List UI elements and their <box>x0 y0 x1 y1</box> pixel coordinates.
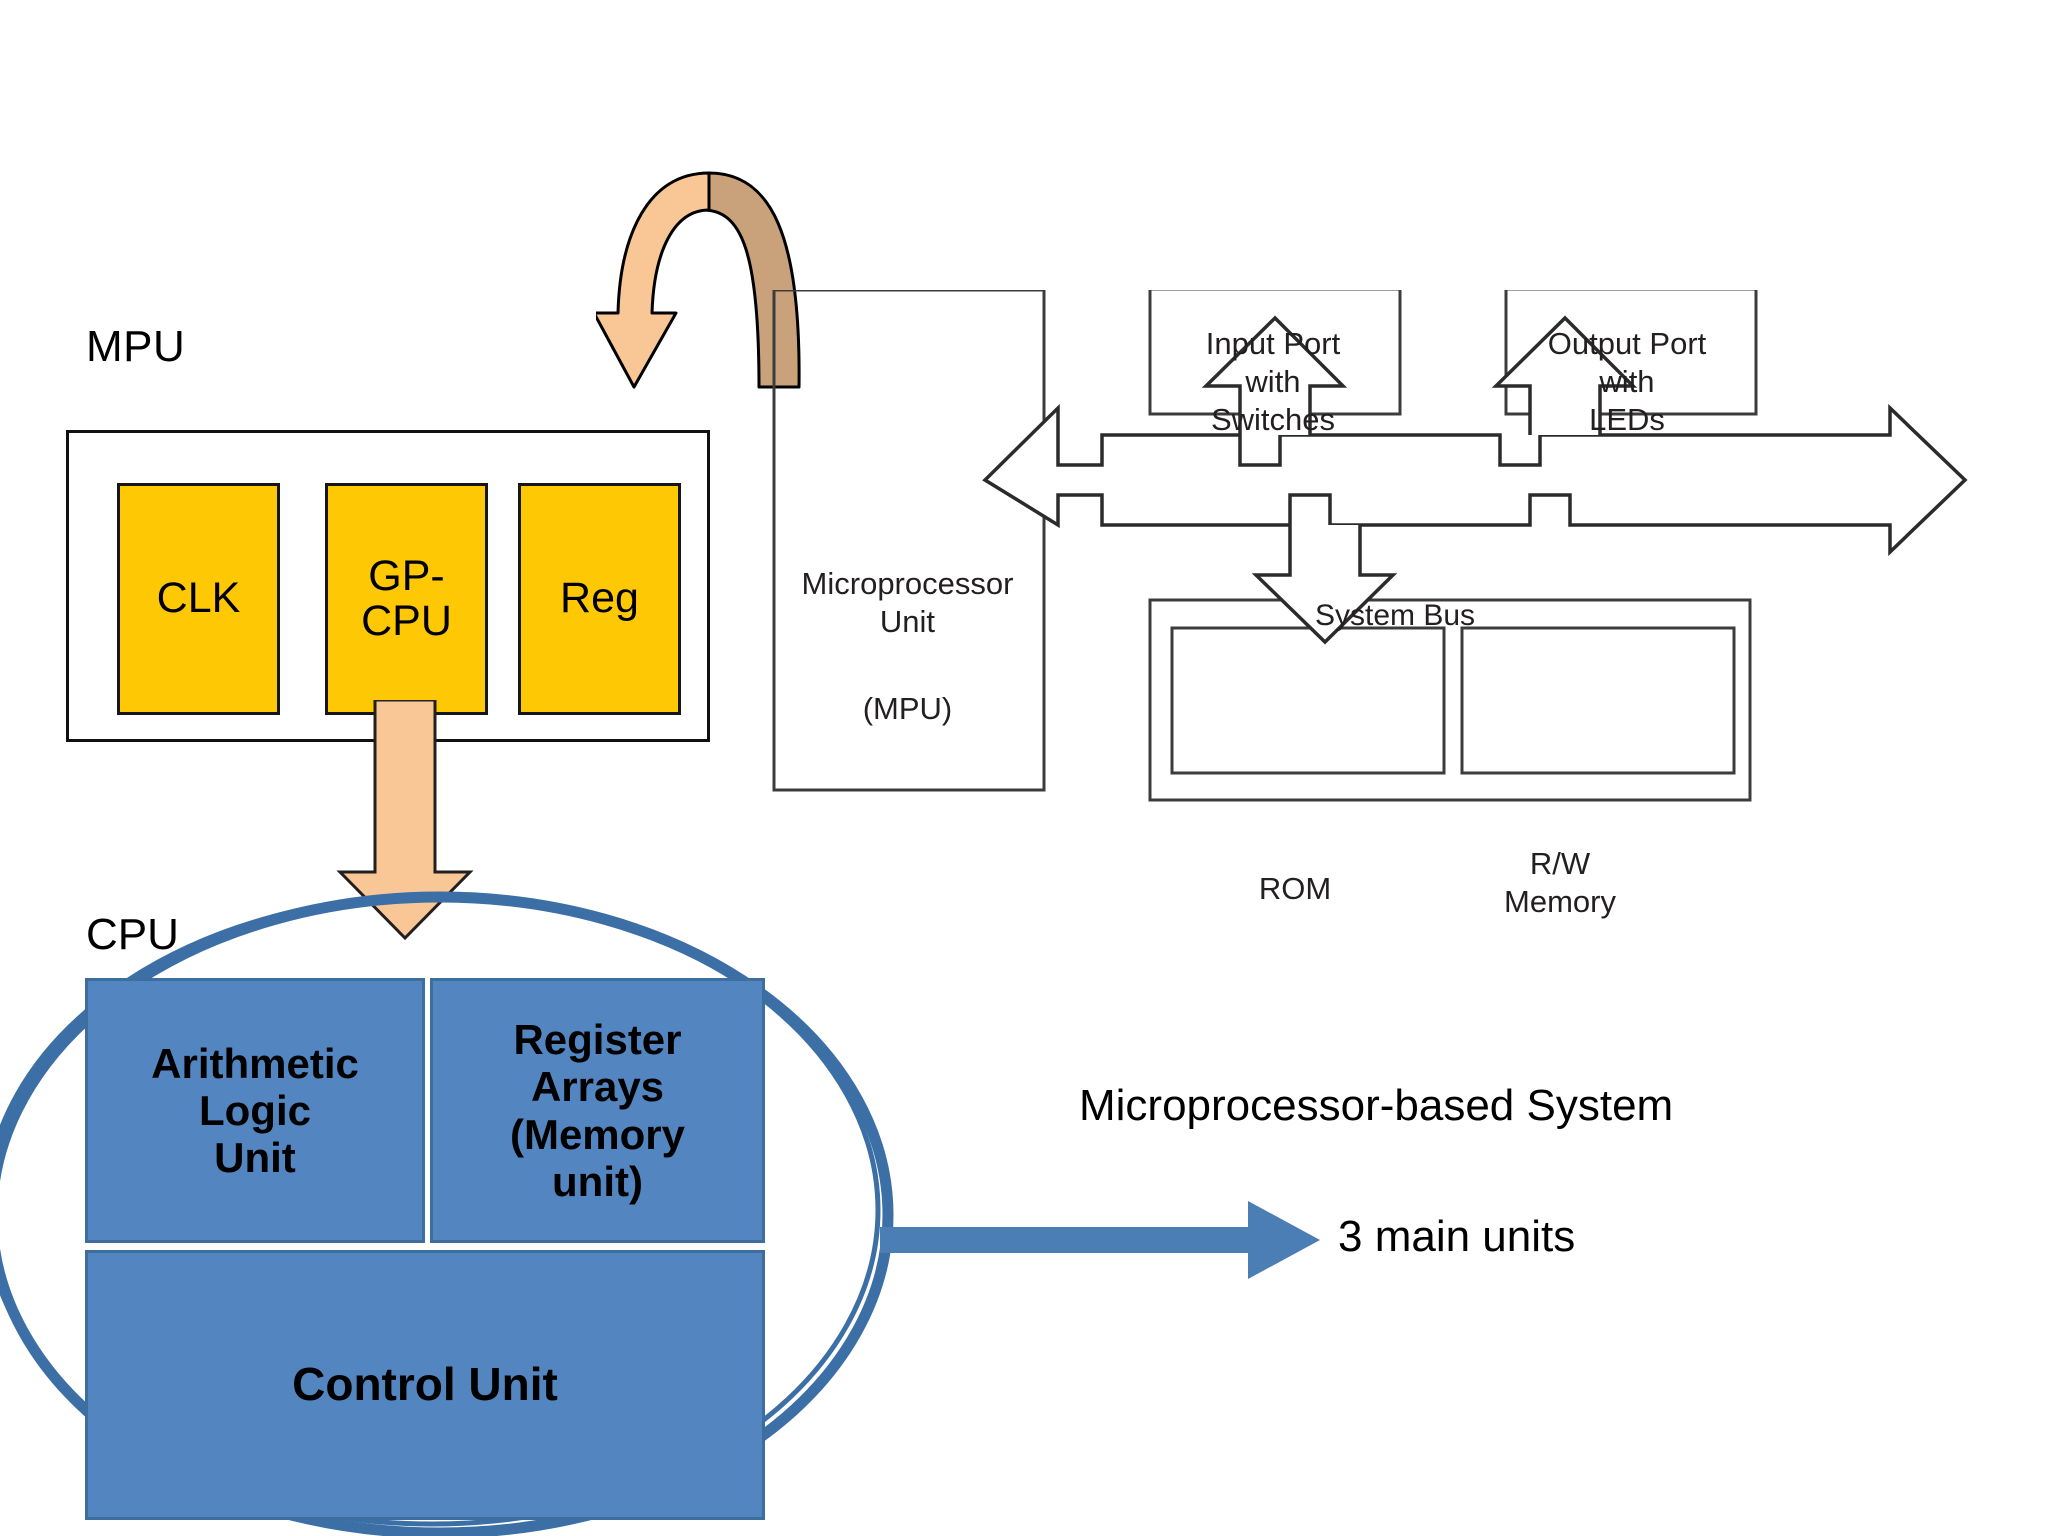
cpu-highlight-oval <box>0 891 894 1536</box>
output-port-line3: LEDs <box>1589 401 1665 437</box>
input-port-label: Input Port with Switches <box>1148 325 1398 438</box>
alu-line3: Unit <box>214 1134 296 1182</box>
alu-line1: Arithmetic <box>151 1039 359 1087</box>
microprocessor-based-system-diagram <box>772 290 1968 802</box>
reg-box: Reg <box>518 483 681 715</box>
input-port-bus-arrow-icon <box>1201 315 1348 435</box>
register-arrays-line2: Arrays <box>530 1063 665 1111</box>
microprocessor-based-system-caption: Microprocessor-based System <box>1079 1081 1674 1130</box>
output-port-box <box>1504 290 1758 416</box>
mpu-group-caption: MPU <box>86 322 186 371</box>
three-main-units-arrow-icon <box>880 1201 1320 1279</box>
input-port-line3: Switches <box>1210 401 1336 437</box>
rw-memory-label: R/W Memory <box>1440 845 1680 921</box>
mpu-unit-label: Microprocessor Unit <box>775 565 1040 641</box>
clk-box: CLK <box>117 483 280 715</box>
alu-line2: Logic <box>198 1086 311 1134</box>
three-main-units-label: 3 main units <box>1338 1212 1576 1261</box>
rom-box <box>1170 626 1446 775</box>
memory-container-box <box>1148 598 1752 802</box>
output-port-line1: Output Port <box>1547 326 1707 361</box>
gp-cpu-to-cpu-arrow-icon <box>336 700 474 940</box>
rw-memory-line1: R/W <box>1529 846 1591 881</box>
gp-cpu-box: GP- CPU <box>325 483 488 715</box>
arithmetic-logic-unit-box: Arithmetic Logic Unit <box>85 978 425 1243</box>
cpu-group-caption: CPU <box>86 910 179 959</box>
register-arrays-line1: Register <box>513 1016 682 1064</box>
rw-memory-box <box>1460 626 1736 775</box>
output-port-line2: with <box>1599 363 1655 399</box>
rom-label: ROM <box>1258 871 1332 906</box>
output-port-bus-arrow-icon <box>1491 315 1638 435</box>
register-arrays-line4: unit) <box>552 1157 643 1205</box>
rw-memory-line2: Memory <box>1504 883 1616 919</box>
gp-cpu-label-line1: GP- <box>368 551 445 600</box>
control-unit-box: Control Unit <box>85 1250 765 1520</box>
gp-cpu-label-line2: CPU <box>361 597 452 645</box>
input-port-line2: with <box>1245 363 1301 399</box>
register-arrays-box: Register Arrays (Memory unit) <box>430 978 765 1243</box>
input-port-line1: Input Port <box>1205 326 1341 361</box>
system-bus-label: System Bus <box>1314 599 1476 632</box>
mpu-unit-abbrev: (MPU) <box>862 691 953 726</box>
mpu-unit-box <box>772 290 1046 792</box>
memory-bus-arrow-icon <box>1251 525 1398 645</box>
mpu-unit-line1: Microprocessor <box>801 566 1014 601</box>
mpu-unit-line2: Unit <box>879 603 936 639</box>
output-port-label: Output Port with LEDs <box>1502 325 1752 438</box>
system-bus-arrow-icon <box>982 403 1968 557</box>
register-arrays-line3: (Memory <box>509 1110 686 1158</box>
